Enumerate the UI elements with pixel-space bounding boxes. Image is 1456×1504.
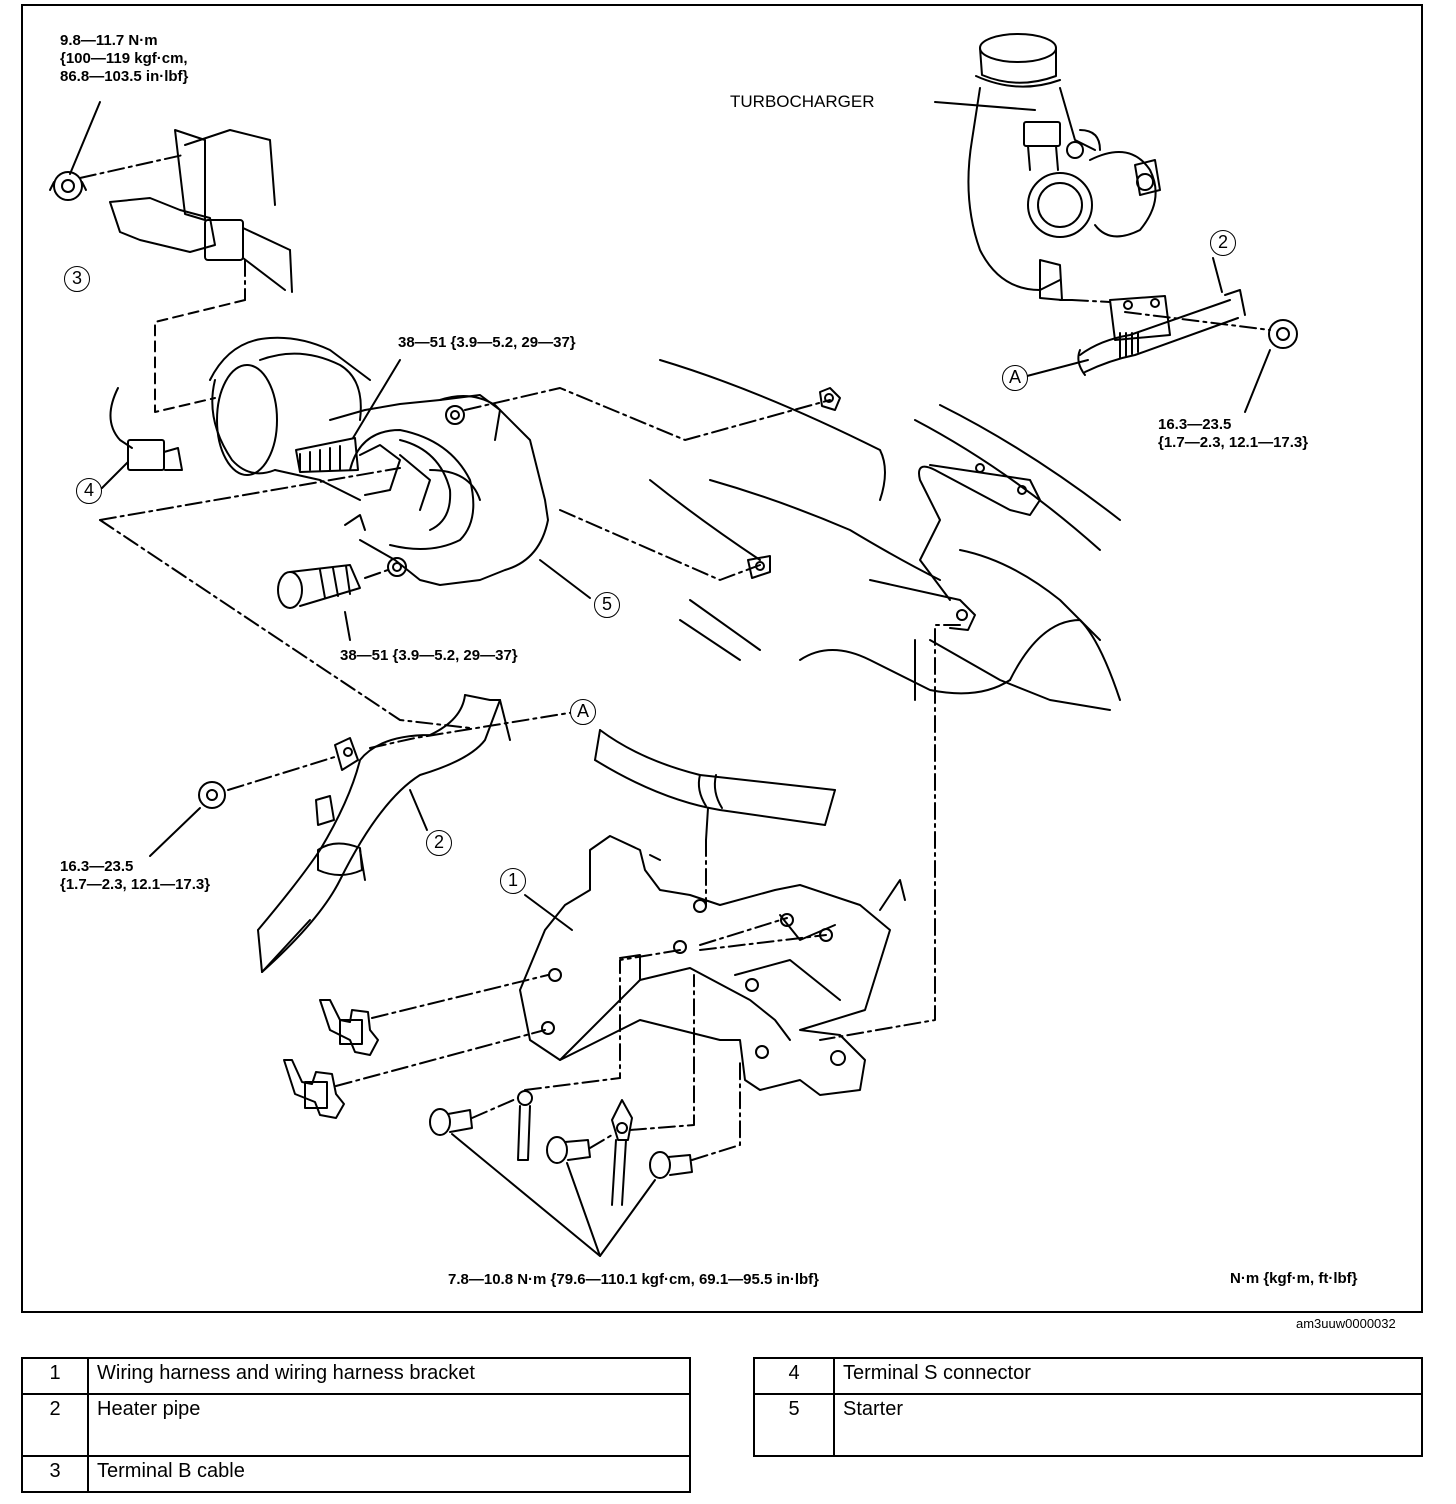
legend-number: 4: [753, 1357, 835, 1395]
turbocharger-label: TURBOCHARGER: [730, 92, 875, 111]
units-note: N·m {kgf·m, ft·lbf}: [1230, 1270, 1358, 1287]
harness-bracket-bolts-torque: 7.8—10.8 N·m {79.6—110.1 kgf·cm, 69.1—95…: [448, 1271, 820, 1288]
legend-description: Wiring harness and wiring harness bracke…: [87, 1357, 691, 1395]
legend-number: 1: [21, 1357, 89, 1395]
heater-pipe-upper-nut: [1268, 319, 1298, 349]
callout-2-lower: 2: [426, 830, 452, 856]
harness-bolt-3: [649, 1151, 693, 1179]
heater-pipe-upper-part: [1077, 289, 1246, 376]
harness-connector-upper: [319, 999, 379, 1056]
legend-row: 3 Terminal B cable: [21, 1455, 691, 1493]
torque-line: 86.8—103.5 in·lbf}: [60, 68, 189, 85]
terminal-s-connector-part: [109, 387, 183, 471]
starter-lower-bolt: [277, 564, 361, 609]
engine-block-outline: [649, 359, 1121, 711]
legend-number: 3: [21, 1455, 89, 1493]
torque-line: 9.8—11.7 N·m: [60, 32, 158, 49]
heater-pipe-lower-part: [257, 694, 511, 973]
torque-line: {1.7—2.3, 12.1—17.3}: [60, 876, 211, 893]
legend-row: 1 Wiring harness and wiring harness brac…: [21, 1357, 691, 1395]
callout-a-lower: A: [570, 699, 596, 725]
heater-pipe-lower-nut-torque: 16.3—23.5 {1.7—2.3, 12.1—17.3}: [60, 858, 210, 894]
callout-2-upper: 2: [1210, 230, 1236, 256]
legend-description: Terminal S connector: [833, 1357, 1423, 1395]
image-id: am3uuw0000032: [1296, 1316, 1396, 1331]
callout-1: 1: [500, 868, 526, 894]
legend-row: 5 Starter: [753, 1393, 1423, 1457]
legend-description: Starter: [833, 1393, 1423, 1457]
harness-bolt-1: [429, 1108, 473, 1136]
callout-3: 3: [64, 266, 90, 292]
ring-terminal-2: [611, 1099, 633, 1206]
terminal-b-nut-torque: 9.8—11.7 N·m {100—119 kgf·cm, 86.8—103.5…: [60, 32, 188, 86]
terminal-b-nut: [49, 171, 87, 201]
starter-lower-bolt-torque: 38—51 {3.9—5.2, 29—37}: [340, 647, 518, 664]
legend-description: Heater pipe: [87, 1393, 691, 1457]
legend-number: 2: [21, 1393, 89, 1457]
terminal-b-cable-part: [109, 129, 293, 293]
legend-description: Terminal B cable: [87, 1455, 691, 1493]
harness-bolt-2: [546, 1136, 591, 1164]
starter-upper-bolt-torque: 38—51 {3.9—5.2, 29—37}: [398, 334, 576, 351]
callout-5: 5: [594, 592, 620, 618]
torque-line: 16.3—23.5: [1158, 416, 1232, 433]
heater-pipe-upper-nut-torque: 16.3—23.5 {1.7—2.3, 12.1—17.3}: [1158, 416, 1308, 452]
wiring-harness-bracket-part: [519, 835, 906, 1096]
legend-table-right: 4 Terminal S connector 5 Starter: [753, 1357, 1423, 1457]
torque-line: {100—119 kgf·cm,: [60, 50, 188, 67]
exploded-view-drawing: [49, 33, 1298, 1257]
starter-part: [209, 336, 549, 586]
turbocharger-part: [967, 33, 1161, 301]
diagram-frame: [21, 4, 1423, 1313]
torque-line: {1.7—2.3, 12.1—17.3}: [1158, 434, 1309, 451]
legend-number: 5: [753, 1393, 835, 1457]
hose-part: [594, 729, 836, 841]
callout-4: 4: [76, 478, 102, 504]
torque-line: 16.3—23.5: [60, 858, 134, 875]
heater-pipe-lower-nut: [198, 781, 226, 809]
legend-row: 2 Heater pipe: [21, 1393, 691, 1457]
harness-connector-lower: [283, 1059, 345, 1119]
legend-row: 4 Terminal S connector: [753, 1357, 1423, 1395]
legend-table-left: 1 Wiring harness and wiring harness brac…: [21, 1357, 691, 1493]
callout-a-upper: A: [1002, 365, 1028, 391]
ring-terminal-1: [517, 1090, 533, 1161]
